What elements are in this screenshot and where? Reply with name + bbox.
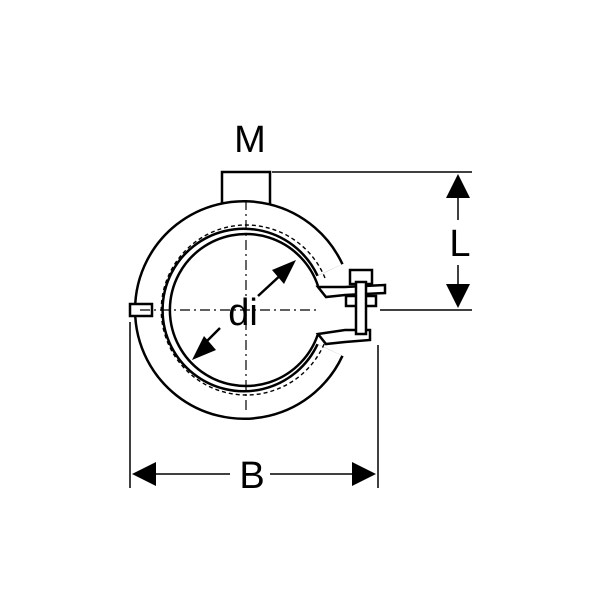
length-label: L bbox=[449, 223, 470, 265]
diameter-label: di bbox=[228, 292, 258, 334]
tension-screw bbox=[315, 268, 387, 346]
diameter-arrow-lines bbox=[201, 271, 285, 347]
width-label: B bbox=[239, 455, 264, 497]
center-lines bbox=[140, 200, 320, 410]
thread-label: M bbox=[234, 119, 266, 161]
